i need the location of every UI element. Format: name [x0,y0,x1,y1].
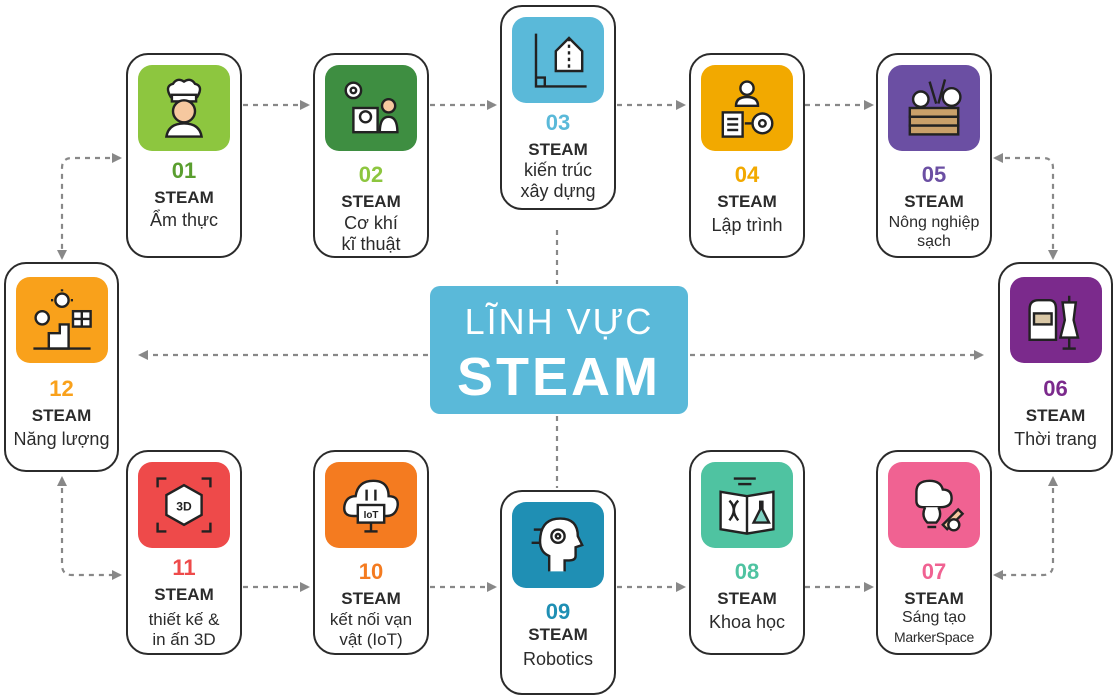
item-number: 06 [1043,376,1068,401]
item-label: Cơ khí [344,213,398,233]
item-steam: STEAM [528,140,588,159]
agriculture-icon [888,65,980,151]
card-am-thuc[interactable]: 01 STEAM Ẩm thực [126,53,242,258]
item-steam: STEAM [717,589,777,608]
architecture-icon [512,17,604,103]
item-steam: STEAM [341,589,401,608]
creative-icon [888,462,980,548]
card-nang-luong[interactable]: 12 STEAM Năng lượng [4,262,119,472]
item-label: MarkerSpace [894,629,974,645]
center-title-line2: STEAM [457,347,661,407]
science-icon [701,462,793,548]
item-label: sạch [917,233,951,250]
item-steam: STEAM [717,192,777,211]
card-iot[interactable]: IoT 10 STEAM kết nối vạn vật (IoT) [313,450,429,655]
card-nong-nghiep[interactable]: 05 STEAM Nông nghiệp sạch [876,53,992,258]
item-steam: STEAM [904,192,964,211]
item-label: kết nối vạn [329,610,413,629]
item-number: 09 [545,599,571,624]
item-label: Thời trang [1014,429,1097,449]
center-title-box: LĨNH VỰC STEAM [430,286,688,414]
card-thoi-trang[interactable]: 06 STEAM Thời trang [998,262,1113,472]
iot-badge: IoT [364,510,379,521]
item-steam: STEAM [1025,406,1086,425]
item-steam: STEAM [904,589,964,608]
item-label: Lập trình [711,215,783,235]
print-3d-badge: 3D [176,500,192,514]
card-sang-tao[interactable]: 07 STEAM Sáng tạo MarkerSpace [876,450,992,655]
item-steam: STEAM [341,192,401,211]
chef-icon [138,65,230,151]
programming-icon [701,65,793,151]
item-label: Nông nghiệp [888,214,980,231]
print-3d-icon: 3D [138,462,230,548]
iot-icon: IoT [325,462,417,548]
item-steam: STEAM [154,188,214,207]
item-label: Sáng tạo [901,609,967,626]
card-kien-truc[interactable]: 03 STEAM kiến trúc xây dựng [500,5,616,210]
item-number: 12 [49,376,74,401]
item-number: 05 [921,162,947,187]
robot-icon [512,502,604,588]
item-number: 01 [171,158,197,183]
fashion-icon [1009,277,1102,363]
item-number: 07 [921,559,947,584]
item-label: thiết kế & [148,610,220,629]
item-label: vật (IoT) [339,630,403,649]
card-in-an-3d[interactable]: 3D 11 STEAM thiết kế & in ấn 3D [126,450,242,655]
item-number: 10 [358,559,384,584]
item-label: xây dựng [520,181,596,201]
item-label: Năng lượng [13,429,110,449]
item-label: Khoa học [708,612,786,632]
item-label: Robotics [522,649,594,669]
card-lap-trinh[interactable]: 04 STEAM Lập trình [689,53,805,258]
card-robotics[interactable]: 09 STEAM Robotics [500,490,616,695]
item-number: 03 [545,110,571,135]
item-number: 08 [734,559,760,584]
item-label: kiến trúc [523,160,593,180]
item-number: 02 [358,162,384,187]
center-title-line1: LĨNH VỰC [464,301,654,342]
item-steam: STEAM [154,585,214,604]
item-label: in ấn 3D [152,630,216,649]
item-number: 11 [172,555,196,580]
mechanic-icon [325,65,417,151]
item-steam: STEAM [31,406,92,425]
card-khoa-hoc[interactable]: 08 STEAM Khoa học [689,450,805,655]
card-co-khi[interactable]: 02 STEAM Cơ khí kĩ thuật [313,53,429,258]
energy-icon [15,277,108,363]
item-label: Ẩm thực [149,210,219,230]
item-steam: STEAM [528,625,588,644]
item-number: 04 [734,162,760,187]
item-label: kĩ thuật [341,234,401,254]
